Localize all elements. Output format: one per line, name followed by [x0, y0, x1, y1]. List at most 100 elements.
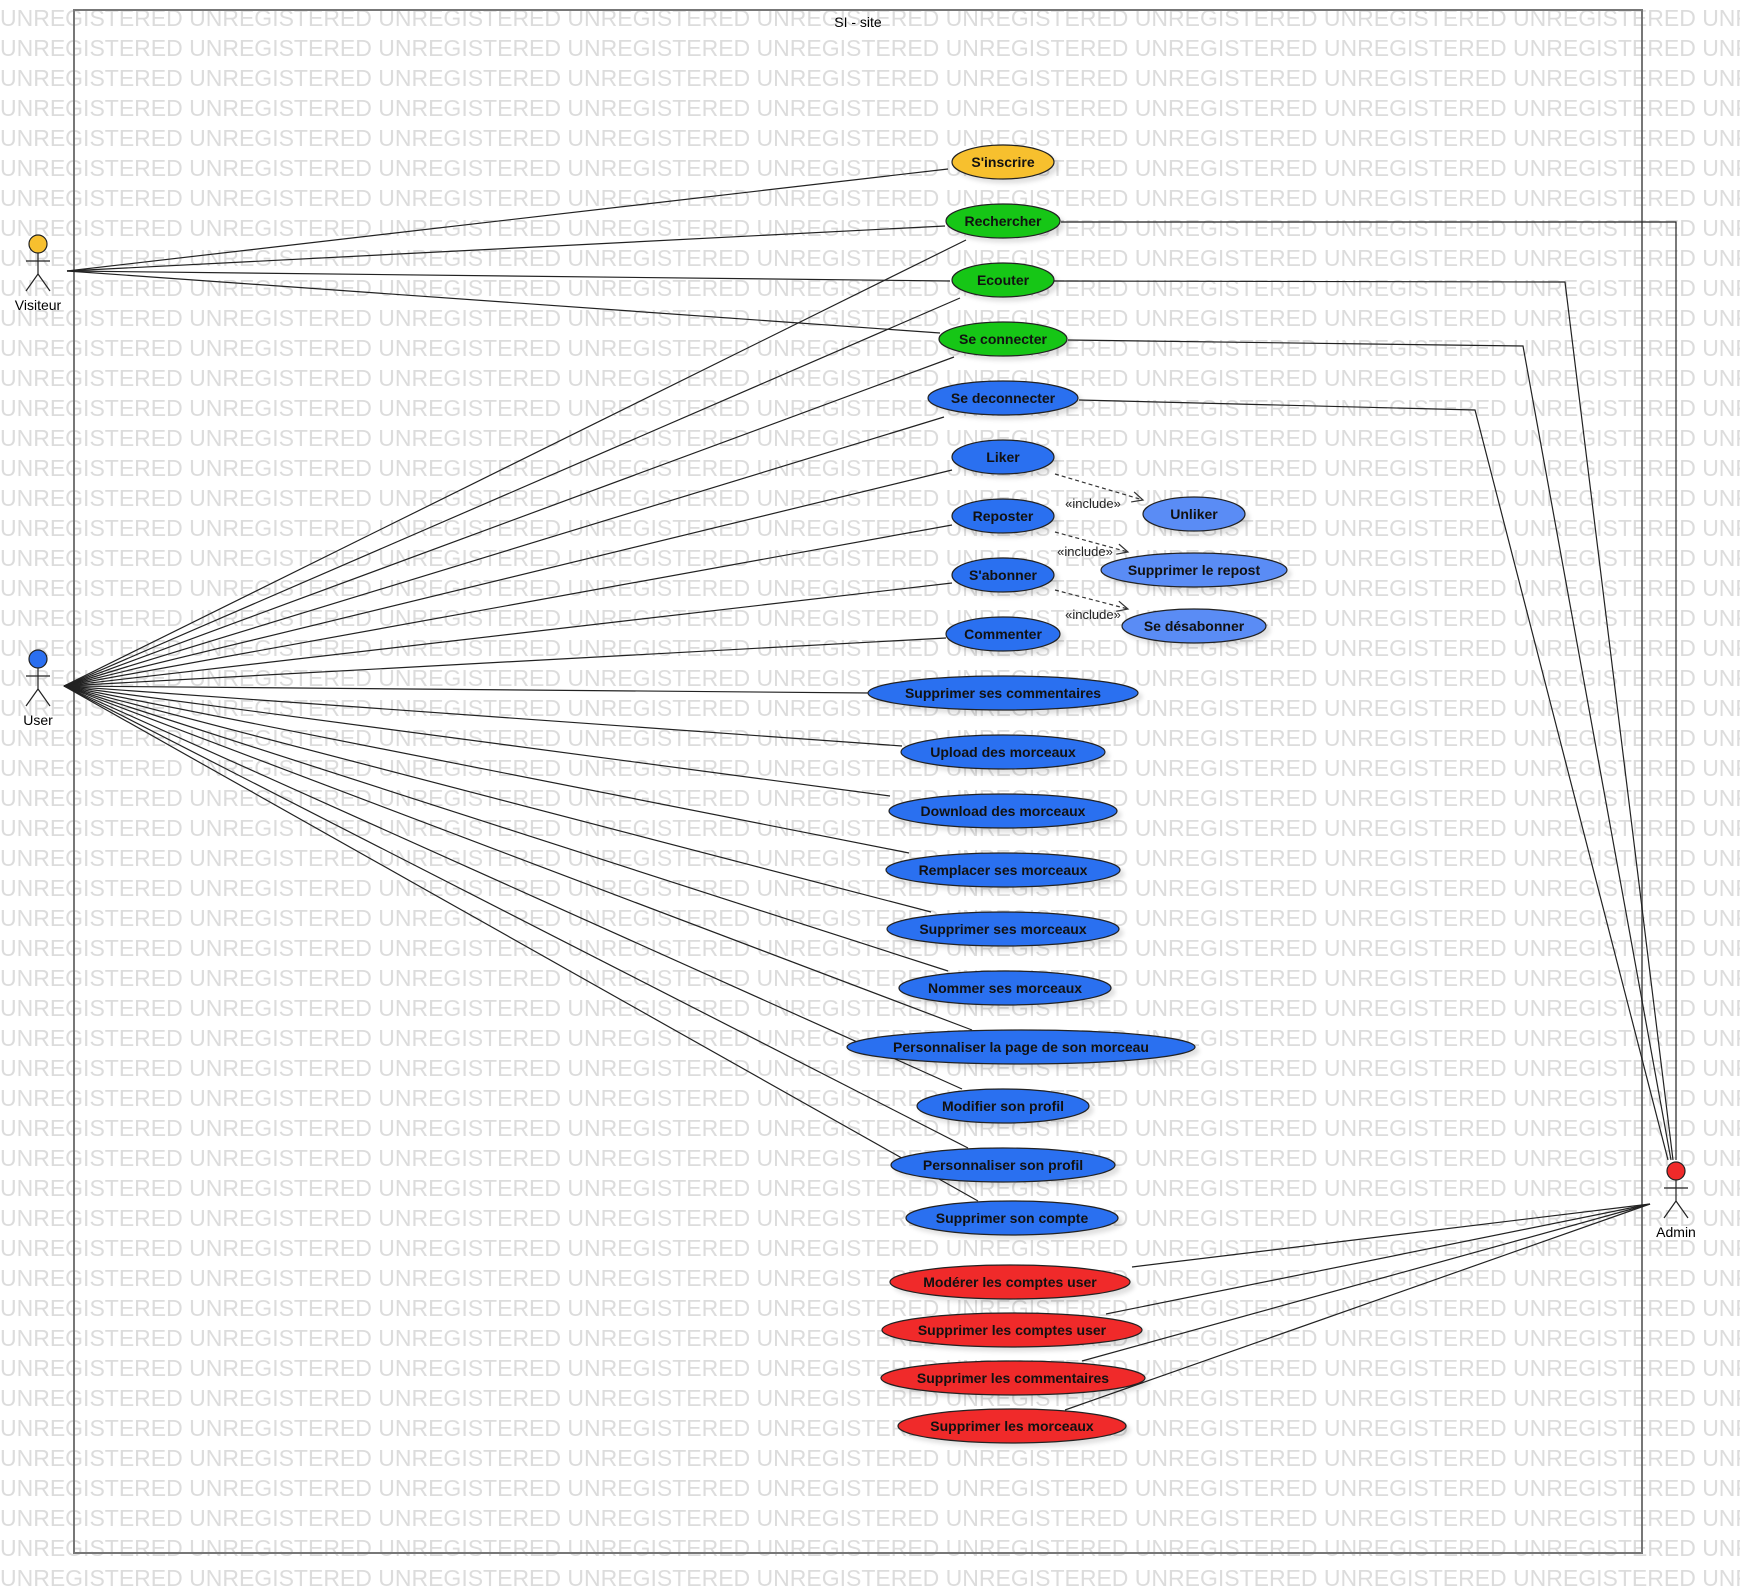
use-case-suppr_compte[interactable]: Supprimer son compte	[905, 1200, 1119, 1236]
use-case-remplacer[interactable]: Remplacer ses morceaux	[885, 852, 1121, 888]
use-case-ellipse	[951, 144, 1055, 180]
use-case-label: Se désabonner	[1144, 618, 1245, 634]
use-case-label: Nommer ses morceaux	[928, 980, 1082, 996]
use-case-suppr_repost[interactable]: Supprimer le repost	[1100, 552, 1288, 588]
use-case-label: S'abonner	[969, 567, 1037, 583]
use-case-label: Se deconnecter	[951, 390, 1056, 406]
include-arrowhead	[1116, 600, 1130, 612]
association-user-rechercher	[63, 239, 967, 687]
use-case-deconnecter[interactable]: Se deconnecter	[927, 380, 1079, 416]
use-case-rechercher[interactable]: Rechercher	[945, 203, 1061, 239]
use-case-ellipse	[945, 616, 1061, 652]
system-boundary	[73, 9, 1643, 1554]
association-user-remplacer	[63, 685, 910, 854]
use-case-connecter[interactable]: Se connecter	[938, 321, 1068, 357]
use-case-reposter[interactable]: Reposter	[951, 498, 1055, 534]
actor-admin[interactable]: Admin	[1656, 1161, 1696, 1240]
use-case-label: Modérer les comptes user	[923, 1274, 1097, 1290]
include-label: «include»	[1065, 607, 1121, 622]
association-user-download	[63, 685, 891, 797]
use-case-label: Personnaliser son profil	[923, 1157, 1083, 1173]
include-relations: «include» «include» «include»	[1054, 473, 1145, 622]
use-case-label: Supprimer les morceaux	[930, 1418, 1094, 1434]
use-case-ellipse	[900, 734, 1106, 770]
association-user-connecter	[63, 356, 955, 687]
association-user-perso_page	[63, 685, 973, 1031]
use-case-ellipse	[1100, 552, 1288, 588]
use-case-liker[interactable]: Liker	[951, 439, 1055, 475]
use-case-suppr_morcs[interactable]: Supprimer les morceaux	[897, 1408, 1127, 1444]
use-case-label: Supprimer les comptes user	[918, 1322, 1107, 1338]
association-user-suppr_compte	[63, 685, 979, 1202]
use-case-ellipse	[916, 1088, 1090, 1124]
use-case-nommer[interactable]: Nommer ses morceaux	[898, 970, 1112, 1006]
use-case-ellipse	[927, 380, 1079, 416]
use-case-ecouter[interactable]: Ecouter	[951, 262, 1055, 298]
use-case-label: Upload des morceaux	[930, 744, 1076, 760]
use-case-ellipse	[880, 1360, 1146, 1396]
association-user-suppr_comm	[63, 685, 871, 694]
association-admin-moderer	[1131, 1203, 1651, 1268]
use-case-ellipse	[938, 321, 1068, 357]
association-user-suppr_morc	[63, 685, 932, 913]
use-case-ellipse	[951, 262, 1055, 298]
association-visiteur-ecouter	[66, 270, 951, 282]
use-case-ellipse	[898, 970, 1112, 1006]
use-case-download[interactable]: Download des morceaux	[888, 793, 1118, 829]
use-case-suppr_morc[interactable]: Supprimer ses morceaux	[886, 911, 1120, 947]
use-case-ellipse	[951, 439, 1055, 475]
use-case-ellipse	[886, 911, 1120, 947]
use-case-ellipse	[1121, 608, 1267, 644]
actor-body-stroke	[1675, 1200, 1689, 1219]
actor-body-stroke	[25, 273, 39, 292]
use-case-ellipse	[1142, 496, 1246, 532]
use-case-label: Unliker	[1170, 506, 1218, 522]
use-case-ellipse	[897, 1408, 1127, 1444]
association-admin-suppr_comms	[1081, 1203, 1651, 1362]
actor-user[interactable]: User	[23, 649, 53, 728]
use-case-label: Liker	[986, 449, 1020, 465]
use-case-upload[interactable]: Upload des morceaux	[900, 734, 1106, 770]
use-case-ellipse	[951, 498, 1055, 534]
use-case-suppr_comms[interactable]: Supprimer les commentaires	[880, 1360, 1146, 1396]
association-visiteur-rechercher	[66, 225, 946, 272]
use-case-label: Remplacer ses morceaux	[919, 862, 1088, 878]
use-case-label: S'inscrire	[971, 154, 1034, 170]
use-case-desabonner[interactable]: Se désabonner	[1121, 608, 1267, 644]
use-case-commenter[interactable]: Commenter	[945, 616, 1061, 652]
use-case-label: Supprimer le repost	[1128, 562, 1261, 578]
actor-label: User	[23, 712, 53, 728]
association-visiteur-connecter	[66, 270, 941, 334]
include-label: «include»	[1065, 496, 1121, 511]
use-case-modifier[interactable]: Modifier son profil	[916, 1088, 1090, 1124]
association-user-nommer	[63, 685, 949, 972]
use-case-label: Commenter	[964, 626, 1042, 642]
include-line-abonner-desabonner	[1054, 589, 1129, 610]
use-case-moderer[interactable]: Modérer les comptes user	[889, 1264, 1131, 1300]
actor-visiteur[interactable]: Visiteur	[15, 234, 62, 313]
use-case-label: Se connecter	[959, 331, 1047, 347]
system-title: SI - site	[834, 14, 882, 30]
association-user-modifier	[63, 685, 963, 1090]
include-line-reposter-suppr_repost	[1054, 531, 1129, 553]
association-admin-deconnecter	[1078, 399, 1669, 1161]
use-case-ellipse	[885, 852, 1121, 888]
use-case-unliker[interactable]: Unliker	[1142, 496, 1246, 532]
use-case-abonner[interactable]: S'abonner	[951, 557, 1055, 593]
association-admin-suppr_comptes	[1105, 1203, 1651, 1315]
use-case-inscrire[interactable]: S'inscrire	[951, 144, 1055, 180]
use-case-perso_profil[interactable]: Personnaliser son profil	[890, 1147, 1116, 1183]
use-case-suppr_comm[interactable]: Supprimer ses commentaires	[867, 675, 1139, 711]
use-case-label: Supprimer ses morceaux	[919, 921, 1087, 937]
use-case-suppr_comptes[interactable]: Supprimer les comptes user	[881, 1312, 1143, 1348]
include-label: «include»	[1057, 544, 1113, 559]
use-case-perso_page[interactable]: Personnaliser la page de son morceau	[846, 1029, 1196, 1065]
use-case-label: Ecouter	[977, 272, 1030, 288]
association-admin-suppr_morcs	[1064, 1203, 1651, 1411]
use-case-label: Supprimer son compte	[936, 1210, 1089, 1226]
use-case-ellipse	[888, 793, 1118, 829]
actor-head	[28, 649, 48, 669]
use-case-ellipse	[881, 1312, 1143, 1348]
